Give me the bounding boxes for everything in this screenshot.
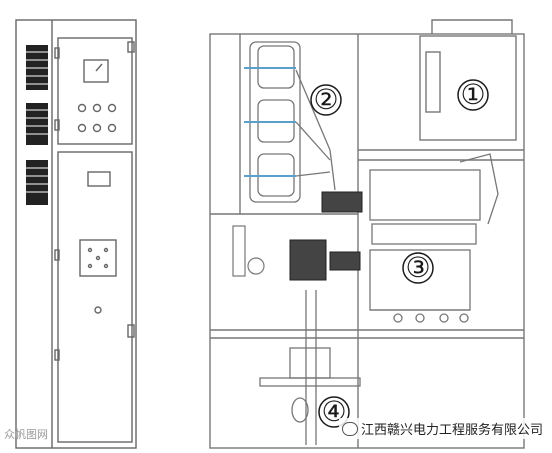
breaker-contacts bbox=[289, 191, 363, 281]
busbar-conductors bbox=[244, 67, 296, 177]
brand-text: 江西赣兴电力工程服务有限公司 bbox=[360, 423, 543, 438]
brand-watermark: 江西赣兴电力工程服务有限公司 bbox=[338, 418, 546, 439]
section-cabinet-body bbox=[209, 33, 525, 449]
front-cabinet bbox=[15, 19, 137, 449]
meter bbox=[83, 59, 109, 83]
callout-1: ① bbox=[460, 78, 485, 111]
heat-fins bbox=[26, 45, 48, 205]
callout-3-ring bbox=[402, 252, 434, 284]
cable-compartment bbox=[259, 290, 361, 445]
callout-2-ring bbox=[310, 84, 342, 116]
section-handles bbox=[232, 225, 265, 277]
circuit-breaker bbox=[369, 153, 499, 323]
section-cabinet bbox=[209, 19, 525, 449]
wechat-icon bbox=[341, 422, 358, 436]
callout-1-ring bbox=[457, 79, 489, 111]
callout-2: ② bbox=[313, 83, 338, 116]
callout-4-ring bbox=[318, 396, 350, 428]
watermark-left: 众帆图网 bbox=[4, 428, 48, 441]
callout-3: ③ bbox=[405, 251, 430, 284]
front-cabinet-body bbox=[15, 19, 137, 449]
nameplate bbox=[79, 239, 117, 277]
